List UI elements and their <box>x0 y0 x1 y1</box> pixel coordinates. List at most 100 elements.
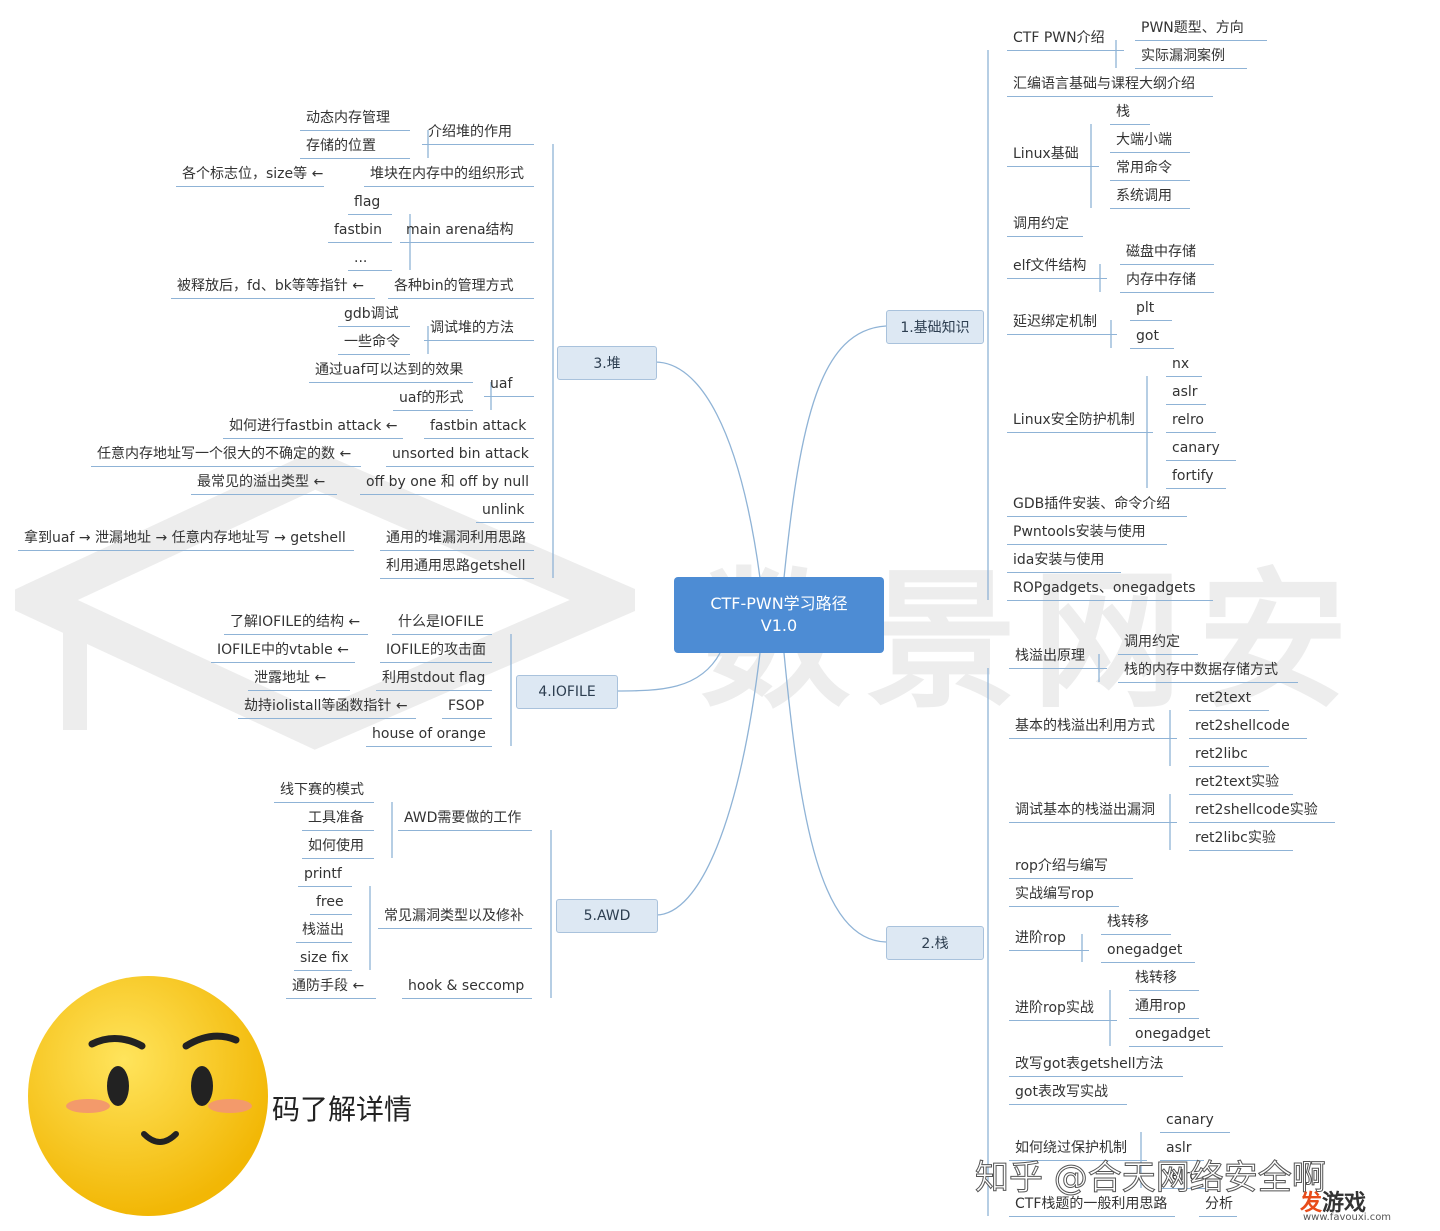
topic-node[interactable]: ret2shellcode <box>1195 718 1290 734</box>
topic-node[interactable]: IOFILE中的vtable ← <box>217 642 349 658</box>
topic-node[interactable]: IOFILE的攻击面 <box>386 642 486 658</box>
topic-node[interactable]: 系统调用 <box>1116 188 1172 204</box>
topic-node[interactable]: Linux基础 <box>1013 146 1079 162</box>
topic-node[interactable]: 堆块在内存中的组织形式 <box>370 166 524 182</box>
topic-node[interactable]: 什么是IOFILE <box>398 614 484 630</box>
topic-node[interactable]: hook & seccomp <box>408 978 525 994</box>
topic-node[interactable]: 通用的堆漏洞利用思路 <box>386 530 526 546</box>
topic-node[interactable]: 通过uaf可以达到的效果 <box>315 362 464 378</box>
topic-node[interactable]: 分析 <box>1205 1196 1233 1212</box>
topic-node[interactable]: 利用stdout flag <box>382 670 486 686</box>
topic-node[interactable]: 栈转移 <box>1107 914 1149 930</box>
topic-node[interactable]: 调用约定 <box>1013 216 1069 232</box>
topic-node[interactable]: ROPgadgets、onegadgets <box>1013 580 1196 596</box>
topic-node[interactable]: 各种bin的管理方式 <box>394 278 514 294</box>
topic-node[interactable]: 进阶rop <box>1015 930 1066 946</box>
topic-node[interactable]: 延迟绑定机制 <box>1013 314 1097 330</box>
topic-node[interactable]: main arena结构 <box>406 222 514 238</box>
topic-node[interactable]: 内存中存储 <box>1126 272 1196 288</box>
topic-node[interactable]: 基本的栈溢出利用方式 <box>1015 718 1155 734</box>
topic-node[interactable]: unsorted bin attack <box>392 446 529 462</box>
branch-stack[interactable]: 2.栈 <box>886 926 984 960</box>
topic-node[interactable]: 如何使用 <box>308 838 364 854</box>
topic-node[interactable]: 任意内存地址写一个很大的不确定的数 ← <box>97 446 352 462</box>
topic-node[interactable]: CTF栈题的一般利用思路 <box>1015 1196 1168 1212</box>
topic-node[interactable]: ret2text <box>1195 690 1252 706</box>
topic-node[interactable]: 调试基本的栈溢出漏洞 <box>1015 802 1155 818</box>
topic-node[interactable]: 如何绕过保护机制 <box>1015 1140 1127 1156</box>
topic-node[interactable]: ret2text实验 <box>1195 774 1280 790</box>
topic-node[interactable]: 通用rop <box>1135 998 1186 1014</box>
topic-node[interactable]: GDB插件安装、命令介绍 <box>1013 496 1171 512</box>
central-topic[interactable]: CTF-PWN学习路径 V1.0 <box>674 577 884 653</box>
topic-node[interactable]: nx <box>1172 356 1190 372</box>
topic-node[interactable]: 各个标志位，size等 ← <box>182 166 324 182</box>
topic-node[interactable]: canary <box>1166 1112 1214 1128</box>
topic-node[interactable]: Pwntools安装与使用 <box>1013 524 1146 540</box>
topic-node[interactable]: printf <box>304 866 342 882</box>
topic-node[interactable]: uaf <box>490 376 513 392</box>
topic-node[interactable]: PWN题型、方向 <box>1141 20 1244 36</box>
topic-node[interactable]: fortify <box>1172 468 1214 484</box>
topic-node[interactable]: house of orange <box>372 726 486 742</box>
branch-awd[interactable]: 5.AWD <box>556 899 658 933</box>
topic-node[interactable]: 了解IOFILE的结构 ← <box>230 614 361 630</box>
topic-node[interactable]: onegadget <box>1107 942 1183 958</box>
topic-node[interactable]: fastbin <box>334 222 382 238</box>
topic-node[interactable]: 调用约定 <box>1124 634 1180 650</box>
topic-node[interactable]: 泄露地址 ← <box>254 670 327 686</box>
topic-node[interactable]: ret2libc实验 <box>1195 830 1276 846</box>
topic-node[interactable]: 常见漏洞类型以及修补 <box>384 908 524 924</box>
topic-node[interactable]: got <box>1136 328 1159 344</box>
topic-node[interactable]: 被释放后，fd、bk等等指针 ← <box>177 278 364 294</box>
topic-node[interactable]: 工具准备 <box>308 810 364 826</box>
topic-node[interactable]: gdb调试 <box>344 306 399 322</box>
topic-node[interactable]: aslr <box>1172 384 1198 400</box>
topic-node[interactable]: 劫持iolistall等函数指针 ← <box>244 698 408 714</box>
topic-node[interactable]: 存储的位置 <box>306 138 376 154</box>
topic-node[interactable]: rop介绍与编写 <box>1015 858 1108 874</box>
topic-node[interactable]: ida安装与使用 <box>1013 552 1105 568</box>
topic-node[interactable]: 栈 <box>1116 104 1130 120</box>
topic-node[interactable]: Linux安全防护机制 <box>1013 412 1135 428</box>
topic-node[interactable]: ret2libc <box>1195 746 1248 762</box>
topic-node[interactable]: onegadget <box>1135 1026 1211 1042</box>
topic-node[interactable]: plt <box>1136 300 1155 316</box>
topic-node[interactable]: 动态内存管理 <box>306 110 390 126</box>
topic-node[interactable]: 实战编写rop <box>1015 886 1094 902</box>
topic-node[interactable]: AWD需要做的工作 <box>404 810 522 826</box>
topic-node[interactable]: 栈的内存中数据存储方式 <box>1124 662 1278 678</box>
topic-node[interactable]: 线下赛的模式 <box>280 782 364 798</box>
topic-node[interactable]: flag <box>354 194 381 210</box>
topic-node[interactable]: size fix <box>300 950 349 966</box>
topic-node[interactable]: 栈溢出 <box>302 922 344 938</box>
topic-node[interactable]: 实际漏洞案例 <box>1141 48 1225 64</box>
topic-node[interactable]: unlink <box>482 502 525 518</box>
topic-node[interactable]: 利用通用思路getshell <box>386 558 526 574</box>
branch-heap[interactable]: 3.堆 <box>557 346 657 380</box>
topic-node[interactable]: 大端小端 <box>1116 132 1172 148</box>
topic-node[interactable]: canary <box>1172 440 1220 456</box>
topic-node[interactable]: 磁盘中存储 <box>1126 244 1196 260</box>
topic-node[interactable]: 栈溢出原理 <box>1015 648 1085 664</box>
topic-node[interactable]: 介绍堆的作用 <box>428 124 512 140</box>
topic-node[interactable]: free <box>316 894 344 910</box>
topic-node[interactable]: relro <box>1172 412 1204 428</box>
topic-node[interactable]: uaf的形式 <box>399 390 464 406</box>
topic-node[interactable]: FSOP <box>448 698 485 714</box>
topic-node[interactable]: 一些命令 <box>344 334 400 350</box>
topic-node[interactable]: relro <box>1166 1168 1198 1184</box>
topic-node[interactable]: ret2shellcode实验 <box>1195 802 1318 818</box>
topic-node[interactable]: 改写got表getshell方法 <box>1015 1056 1164 1072</box>
topic-node[interactable]: got表改写实战 <box>1015 1084 1108 1100</box>
topic-node[interactable]: 拿到uaf → 泄漏地址 → 任意内存地址写 → getshell <box>24 530 346 546</box>
topic-node[interactable]: 调试堆的方法 <box>430 320 514 336</box>
branch-iofile[interactable]: 4.IOFILE <box>516 675 618 709</box>
topic-node[interactable]: 汇编语言基础与课程大纲介绍 <box>1013 76 1195 92</box>
topic-node[interactable]: CTF PWN介绍 <box>1013 30 1105 46</box>
topic-node[interactable]: fastbin attack <box>430 418 527 434</box>
topic-node[interactable]: 通防手段 ← <box>292 978 365 994</box>
topic-node[interactable]: 如何进行fastbin attack ← <box>229 418 398 434</box>
branch-basics[interactable]: 1.基础知识 <box>886 310 984 344</box>
topic-node[interactable]: ... <box>354 250 368 266</box>
